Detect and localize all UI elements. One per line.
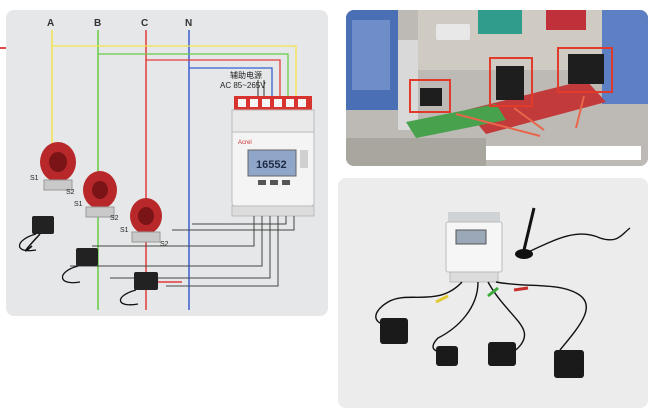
ct-wire-1 [92,216,255,247]
product-sensor-1 [380,318,408,344]
busbar-red [546,10,586,30]
pointer-arrow-2 [513,107,545,131]
busbar-teal [478,10,522,34]
meter-display-value: 16552 [256,159,287,171]
ct-wire-4 [166,216,279,287]
product-photo-panel [338,178,648,408]
product-sensor-3 [554,350,584,378]
product-sensor-4 [436,346,458,366]
phase-label-a: A [47,18,54,29]
product-photo [338,178,648,408]
pointer-arrow-1 [455,113,541,137]
installation-photo-panel [346,10,648,166]
breaker-blue-right [602,10,648,104]
sensor-cable-4 [495,281,588,351]
cable-tray [398,40,418,130]
ct-wire-2 [70,216,263,267]
ct1-s1: S1 [30,175,39,182]
ct2-s1: S1 [74,201,83,208]
caption-strip [486,146,641,160]
current-transformer-1: S1 S2 [30,142,76,196]
aux-power-label: 辅助电源 [230,70,262,80]
installation-photo [346,10,648,166]
current-transformer-3: S1 S2 [120,198,169,248]
phase-b-tap [98,53,289,98]
phase-label-b: B [94,18,101,29]
power-meter: Acrel 16552 [231,96,315,217]
wiring-diagram: A B C N 辅助电源 AC 85~265V Acrel 16552 [18,18,315,310]
antenna-rod [522,207,536,251]
ct2-s2: S2 [110,215,119,222]
split-core-sensor-1 [18,216,54,252]
neutral-tap [189,67,273,98]
meter-lcd [247,149,297,177]
phase-label-c: C [141,18,148,29]
current-transformer-2: S1 S2 [74,171,119,222]
split-core-sensor-3 [119,272,182,306]
ct-wire-3 [110,216,271,279]
meter-brand: Acrel [238,140,252,146]
ct3-s1: S1 [120,227,129,234]
highlight-box-2 [489,57,533,107]
product-meter [445,212,503,283]
sensor-cable-1 [375,281,463,326]
phase-a-tap [52,45,297,98]
busbar-green-lower [406,104,506,138]
phase-label-n: N [185,18,192,29]
sensor-in-photo-1 [420,88,442,106]
highlight-box-1 [409,79,451,113]
highlight-box-3 [557,47,613,93]
ct1-s2: S2 [66,189,75,196]
product-sensor-2 [488,342,516,366]
sensor-in-photo-3 [568,54,604,84]
split-core-sensor-2 [61,248,98,284]
aux-power-range: AC 85~265V [220,81,266,90]
wiring-diagram-panel: A B C N 辅助电源 AC 85~265V Acrel 16552 [6,10,328,316]
sensor-in-photo-2 [496,66,524,100]
ct3-s2: S2 [160,241,169,248]
antenna-cable [523,227,631,255]
ct-wire-6 [172,216,295,231]
pointer-arrow-3 [575,95,585,129]
phase-c-tap [146,59,281,98]
ct-wire-5 [192,216,287,225]
